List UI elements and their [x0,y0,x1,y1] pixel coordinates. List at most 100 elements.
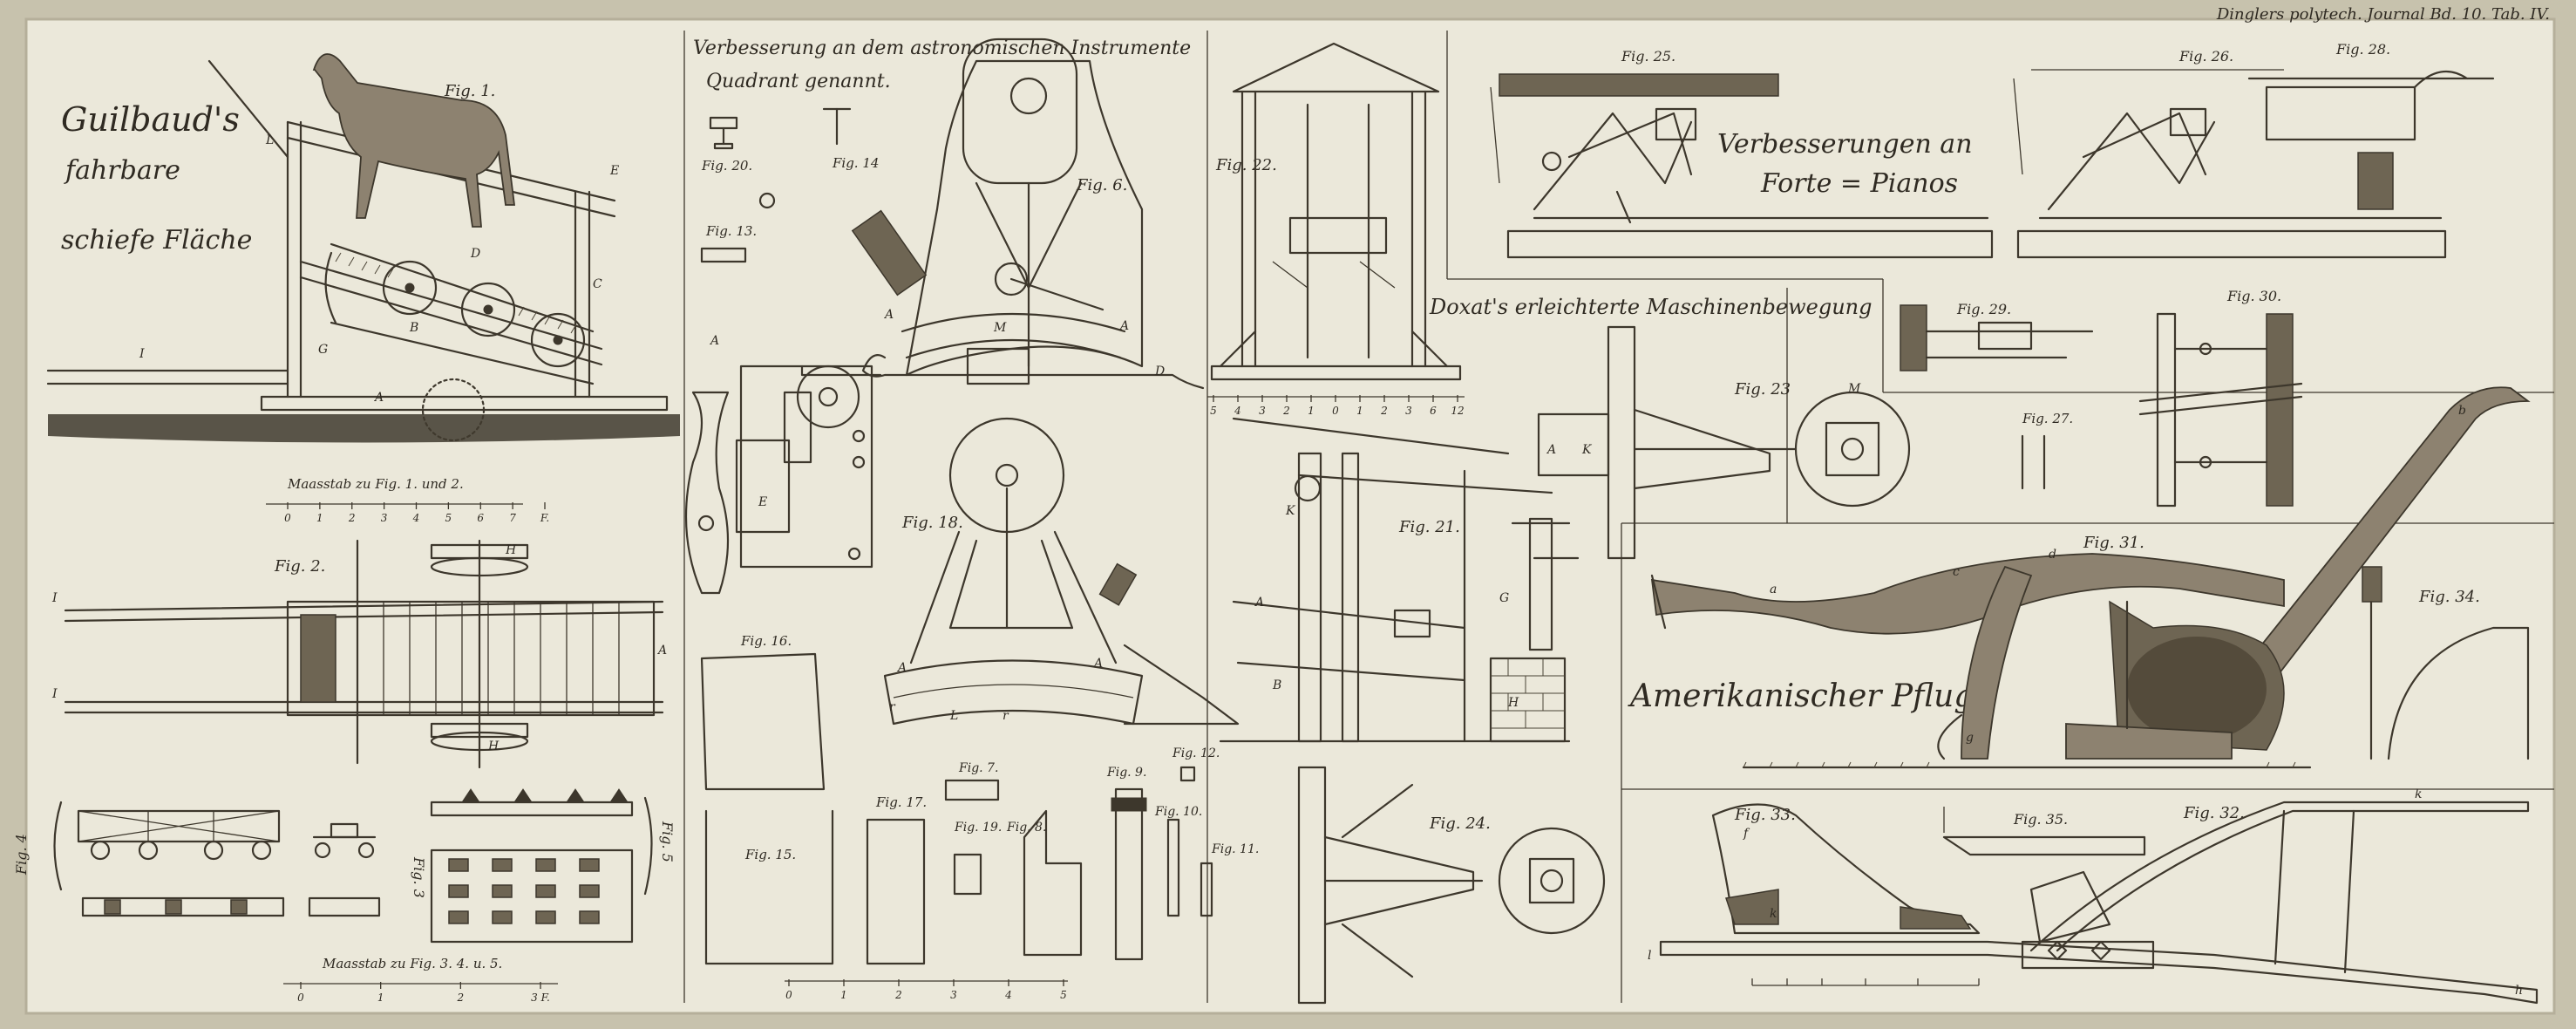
svg-text:b: b [2458,404,2466,418]
svg-text:r: r [1003,709,1009,723]
fig34-label: Fig. 34. [2418,588,2480,606]
fig28-label: Fig. 28. [2335,41,2390,58]
svg-text:k: k [1770,907,1777,921]
fig6-label: Fig. 6. [1076,176,1127,194]
svg-text:A: A [373,391,384,405]
scale-tick-label: 1 [840,989,847,1001]
scale-tick-label: 0 [785,989,792,1001]
svg-text:B: B [1272,678,1281,692]
svg-text:H: H [505,543,517,557]
svg-text:I: I [139,347,145,361]
scale-tick-label: 5 [1210,405,1217,417]
fig1-treadmill-drawing [46,53,680,443]
quadrant-title-line2: Quadrant genannt. [706,71,891,92]
fig6-quadrant-drawing [800,37,1205,390]
svg-text:k: k [2415,787,2422,801]
svg-text:a: a [1770,583,1777,596]
scale-tick-label: 3 F. [531,992,550,1004]
svg-text:L: L [949,709,958,723]
svg-text:I: I [51,687,58,701]
svg-text:A: A [709,334,719,348]
svg-text:D: D [470,247,480,261]
scale-tick-label: 3 [381,512,388,524]
scale-tick-label: 5 [445,512,452,524]
fig24-drawing [1297,766,1606,1005]
svg-text:d: d [2049,548,2056,562]
fig4-label: Fig. 4 [13,834,30,876]
piano-panel: Fig. 25. Fig. 26. Fig. 28. Verbesserunge… [1490,41,2495,508]
scale-tick-label: 2 [1282,405,1290,417]
fig33-label: Fig. 33. [1734,806,1796,824]
fig12-label: Fig. 12. [1172,746,1220,760]
journal-reference: Dinglers polytech. Journal Bd. 10. Tab. … [2216,5,2550,24]
fig20-label: Fig. 20. [701,158,752,174]
fig1-label: Fig. 1. [444,82,495,100]
scale-tick-label: 2 [894,989,902,1001]
fig3-5-drawings [53,788,653,944]
svg-text:B: B [409,321,418,335]
fig5-label: Fig. 5 [659,821,676,862]
fig7-17-small-drawings [700,652,1213,965]
fig21-machine-drawing [1219,417,1571,743]
fig14-label: Fig. 14 [832,155,879,171]
svg-text:G: G [1499,591,1509,605]
fig23-label: Fig. 23 [1734,380,1791,399]
paper-sheet [26,19,2554,1013]
fig13-14-20-drawings [700,107,852,263]
fig27-label: Fig. 27. [2022,411,2073,426]
svg-text:A: A [1254,596,1264,610]
svg-text:D: D [1154,365,1165,378]
fig25-label: Fig. 25. [1621,48,1675,65]
svg-text:A: A [1092,657,1103,671]
scale-tick-label: 4 [1234,405,1241,417]
fig10-label: Fig. 10. [1154,805,1202,819]
fig11-label: Fig. 11. [1211,842,1259,856]
scale-tick-label: 5 [1060,989,1067,1001]
svg-text:A: A [656,644,667,658]
fig3-label: Fig. 3 [411,856,427,898]
scale-tick-label: 1 [1356,405,1363,417]
fig22-frame-drawing [1210,42,1462,381]
scale-tick-label: 1 [316,512,323,524]
svg-text:C: C [593,277,602,291]
svg-text:h: h [2515,984,2523,998]
svg-text:c: c [1953,565,1960,579]
scale-tick-label: 4 [1004,989,1012,1001]
fig2-label: Fig. 2. [274,557,325,576]
scale-tick-label: 1 [1308,405,1315,417]
svg-text:r: r [889,700,896,714]
svg-text:H: H [1507,696,1519,710]
fig35-label: Fig. 35. [2013,811,2068,828]
fig23-drawing [1533,325,1911,560]
guilbaud-panel: Guilbaud's fahrbare schiefe Fläche Fig. … [13,53,680,1004]
scale-tick-label: 3 [1405,405,1412,417]
plough-title: Amerikanischer Pflug [1628,678,1974,714]
fig18-quadrant-drawing [883,417,1240,726]
guilbaud-title-line1: Guilbaud's [61,100,240,139]
fig26-label: Fig. 26. [2178,48,2233,65]
scale-tick-label: 0 [284,512,291,524]
svg-text:L: L [265,133,274,147]
plough-panel: Amerikanischer Pflug Fig. 31. Fig. 34. a… [1628,386,2539,1005]
fig27-30-drawings [1900,304,2303,508]
piano-title-line1: Verbesserungen an [1717,129,1973,160]
fig32-33-35-drawings [1659,801,2539,1005]
fig30-label: Fig. 30. [2226,288,2281,304]
scale-tick-label: 2 [348,512,356,524]
svg-text:K: K [1285,504,1296,518]
fig31-plough-drawing [1650,386,2531,769]
fig32-label: Fig. 32. [2183,804,2245,822]
svg-text:A: A [1546,443,1556,457]
fig24-label: Fig. 24. [1429,814,1491,833]
fig15-label: Fig. 15. [744,847,796,862]
fig18-label: Fig. 18. [901,514,963,532]
doxat-title: Doxat's erleichterte Maschinenbewegung [1429,295,1873,319]
guilbaud-title-line3: schiefe Fläche [61,225,252,256]
fig13-label: Fig. 13. [705,223,757,239]
fig9-label: Fig. 9. [1106,766,1146,780]
quadrant-panel: Verbesserung an dem astronomischen Instr… [684,37,1259,1001]
